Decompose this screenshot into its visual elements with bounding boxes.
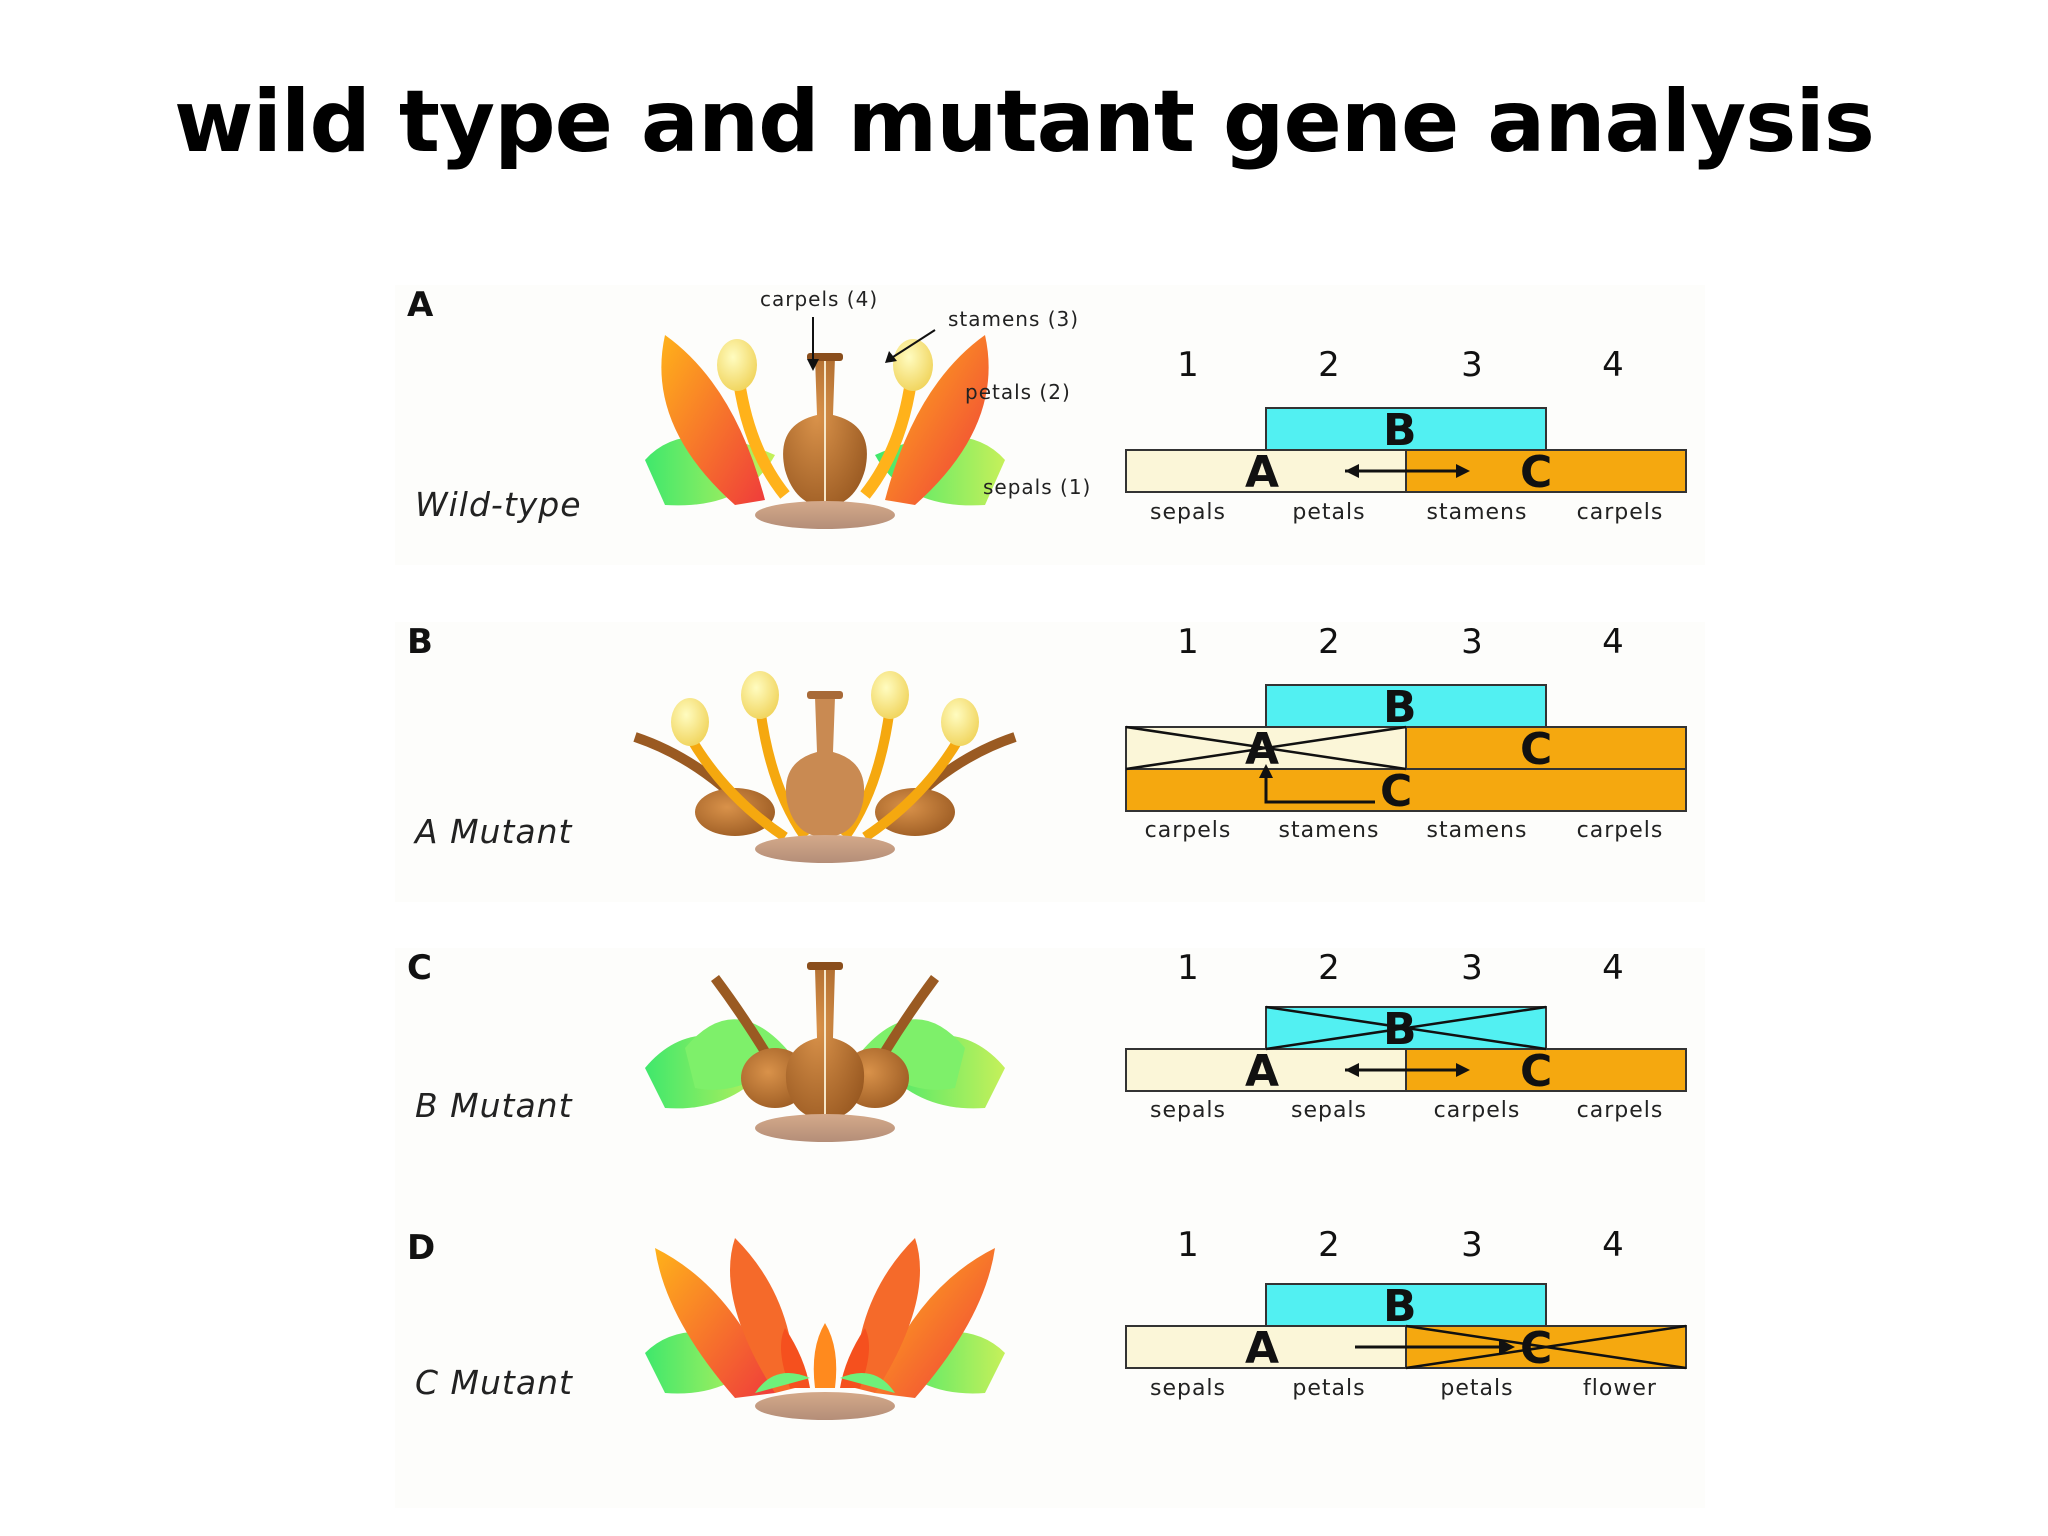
organ-label: sepals: [1149, 1098, 1227, 1123]
label-pointer-arrows: [807, 317, 936, 371]
genotype-label: B Mutant: [415, 1086, 573, 1125]
ac-antagonism-arrows: [1345, 464, 1470, 478]
label-sepals: sepals (1): [983, 475, 1092, 499]
gene-a-label: A: [1245, 447, 1280, 498]
organ-label: carpels: [1144, 818, 1232, 843]
whorl-number: 2: [1318, 948, 1340, 988]
gene-b-label: B: [1383, 405, 1417, 456]
c-class-box: [1405, 726, 1687, 770]
whorl-number: 3: [1461, 1225, 1483, 1265]
whorl-number: 3: [1461, 948, 1483, 988]
label-carpels: carpels (4): [760, 287, 879, 311]
b-class-box: [1265, 407, 1547, 451]
gene-b-label: B: [1383, 1281, 1417, 1332]
organ-label: stamens: [1426, 818, 1528, 843]
organ-label: carpels: [1576, 818, 1664, 843]
c-knockout-cross-and-arrow: [1355, 1324, 1687, 1370]
panel-letter: A: [407, 285, 434, 325]
whorl-number: 4: [1602, 948, 1624, 988]
organ-label: sepals: [1290, 1098, 1368, 1123]
whorl-number: 2: [1318, 345, 1340, 385]
genotype-label: A Mutant: [415, 812, 573, 851]
panel-letter: D: [407, 1228, 436, 1268]
whorl-number: 1: [1177, 345, 1199, 385]
panel-wild-type: A Wild-type: [395, 285, 1705, 565]
gene-c-label: C: [1520, 1046, 1553, 1097]
whorl-number: 4: [1602, 622, 1624, 662]
organ-label: stamens: [1426, 500, 1528, 525]
genotype-label: Wild-type: [415, 485, 582, 524]
whorl-number: 3: [1461, 345, 1483, 385]
whorl-number: 3: [1461, 622, 1483, 662]
panel-letter: B: [407, 622, 433, 662]
whorl-number: 4: [1602, 1225, 1624, 1265]
whorl-number: 4: [1602, 345, 1624, 385]
organ-label: sepals: [1149, 500, 1227, 525]
whorl-number: 1: [1177, 622, 1199, 662]
gene-c-label: C: [1520, 447, 1553, 498]
gene-c-expanded-label: C: [1380, 766, 1413, 817]
slide-title: wild type and mutant gene analysis: [174, 72, 1875, 172]
organ-label: carpels: [1576, 500, 1664, 525]
label-stamens: stamens (3): [948, 307, 1080, 331]
panel-letter: C: [407, 948, 432, 988]
panel-b-mutant: C B Mutant 1 2 3 4 B A C: [395, 948, 1705, 1228]
gene-a-label: A: [1245, 1046, 1280, 1097]
organ-label: petals: [1292, 1376, 1366, 1401]
organ-label: sepals: [1149, 1376, 1227, 1401]
c-mutant-flower-illustration: [645, 1238, 1005, 1420]
whorl-number: 1: [1177, 948, 1199, 988]
wild-type-flower-illustration: [645, 335, 1005, 529]
organ-label: petals: [1292, 500, 1366, 525]
whorl-number: 1: [1177, 1225, 1199, 1265]
organ-label: petals: [1440, 1376, 1514, 1401]
label-petals: petals (2): [965, 380, 1071, 404]
a-mutant-flower-illustration: [633, 671, 1017, 863]
a-knockout-cross-and-arrow: [1125, 725, 1407, 804]
whorl-number: 2: [1318, 1225, 1340, 1265]
whorl-number: 2: [1318, 622, 1340, 662]
gene-c-label: C: [1520, 724, 1553, 775]
b-mutant-flower-illustration: [645, 962, 1005, 1142]
organ-label: stamens: [1278, 818, 1380, 843]
organ-label: carpels: [1576, 1098, 1664, 1123]
b-class-box: [1265, 684, 1547, 728]
gene-b-label: B: [1383, 682, 1417, 733]
organ-label: carpels: [1433, 1098, 1521, 1123]
b-knockout-cross-and-arrows: [1265, 1005, 1547, 1077]
panel-a-mutant: B A Mutant 1 2 3 4: [395, 622, 1705, 902]
genotype-label: C Mutant: [415, 1363, 573, 1402]
panel-c-mutant: D C Mutant 1 2 3 4 B A C: [395, 1225, 1705, 1508]
gene-a-label: A: [1245, 1323, 1280, 1374]
organ-label: flower: [1583, 1376, 1657, 1401]
